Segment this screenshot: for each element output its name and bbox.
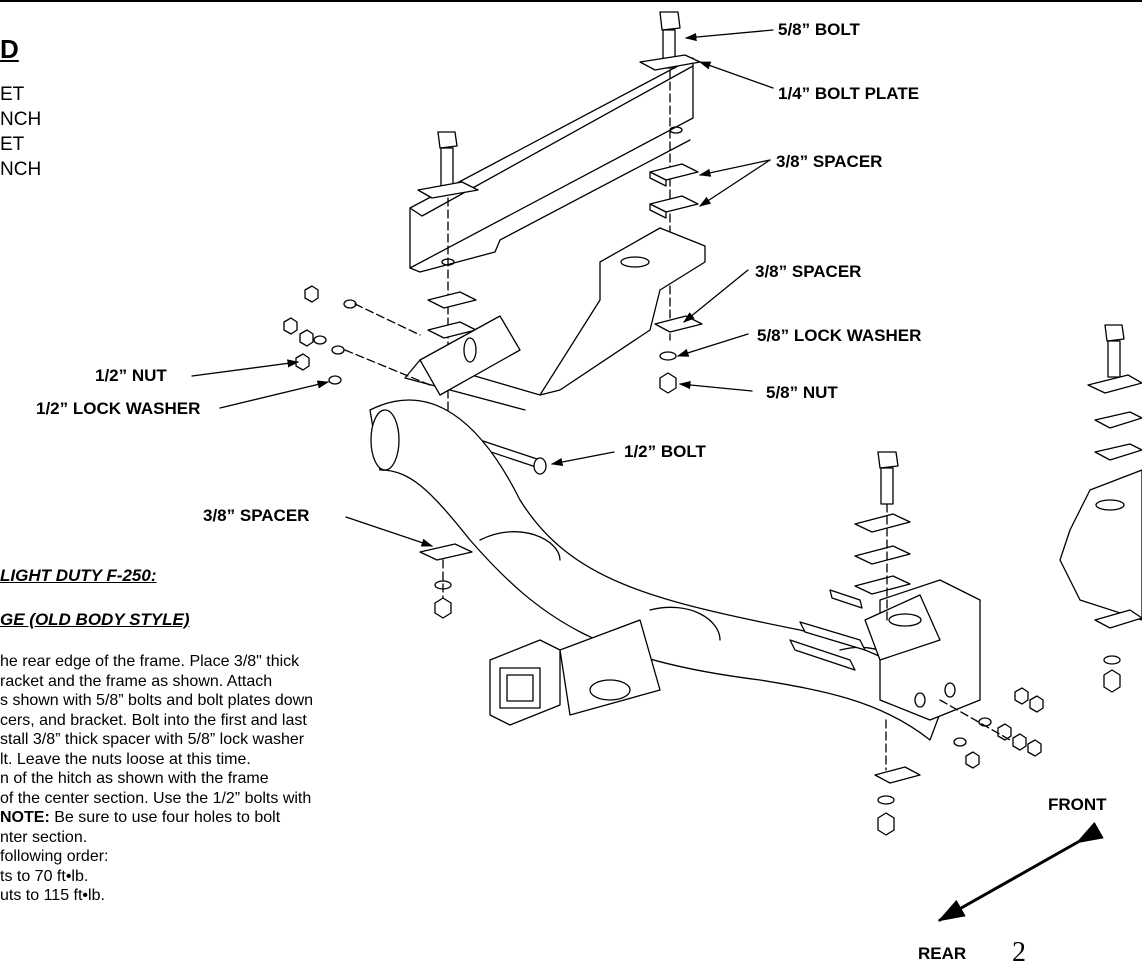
instruction-line: following order: xyxy=(0,848,109,865)
callout-lock-washer-12: 1/2” LOCK WASHER xyxy=(36,399,201,418)
instruction-line: ts to 70 ft•lb. xyxy=(0,867,89,885)
hardware-stack xyxy=(874,719,921,836)
torque-table: ET NCH ET NCH xyxy=(0,82,41,182)
torque-line: NCH xyxy=(0,159,42,180)
callout-spacer-upper: 3/8” SPACER xyxy=(776,152,883,171)
direction-arrow-icon xyxy=(937,821,1104,922)
spacer-stack xyxy=(649,163,699,219)
callout-bolt-plate: 1/4” BOLT PLATE xyxy=(778,84,920,103)
callout-lock-washer-58: 5/8” LOCK WASHER xyxy=(757,326,922,345)
instruction-line: uts to 115 ft•lb. xyxy=(0,887,105,904)
note-line: NOTE: Be sure to use four holes to bolt xyxy=(0,808,313,828)
page-number: 2 xyxy=(1012,937,1026,968)
receiver-tube xyxy=(489,619,661,726)
direction-rear-label: REAR xyxy=(918,944,967,963)
callout-spacer-middle: 3/8” SPACER xyxy=(755,262,862,281)
torque-line: ET xyxy=(0,84,25,105)
mounting-bracket xyxy=(1059,324,1142,693)
loose-hardware xyxy=(283,285,431,386)
torque-line: ET xyxy=(0,134,25,155)
instruction-line: he rear edge of the frame. Place 3/8" th… xyxy=(0,653,300,670)
mounting-bracket xyxy=(864,579,981,721)
torque-line: NCH xyxy=(0,109,42,130)
bolt-icon xyxy=(789,589,866,671)
bolt-icon xyxy=(854,451,911,621)
note-text: Be sure to use four holes to bolt xyxy=(49,809,281,826)
callout-leaders xyxy=(191,29,774,547)
loose-hardware xyxy=(939,687,1044,769)
callout-bolt-58: 5/8” BOLT xyxy=(778,20,860,39)
hardware-stack xyxy=(654,315,703,394)
instruction-line: stall 3/8” thick spacer with 5/8” lock w… xyxy=(0,731,305,748)
top-rule xyxy=(0,0,1142,2)
hardware-stack xyxy=(419,543,473,619)
instruction-line: of the center section. Use the 1/2” bolt… xyxy=(0,789,312,807)
bolt-plate xyxy=(409,57,694,273)
direction-front-label: FRONT xyxy=(1048,795,1107,814)
vehicle-title: LIGHT DUTY F-250: xyxy=(0,566,157,585)
note-label: NOTE: xyxy=(0,809,50,826)
installation-instructions: he rear edge of the frame. Place 3/8" th… xyxy=(0,652,313,906)
section-heading: D xyxy=(0,34,19,64)
mounting-bracket xyxy=(404,227,706,411)
instruction-line: n of the hitch as shown with the frame xyxy=(0,770,269,787)
instruction-line: racket and the frame as shown. Attach xyxy=(0,672,273,690)
vehicle-subtitle: GE (OLD BODY STYLE) xyxy=(0,610,190,629)
instruction-line: s shown with 5/8” bolts and bolt plates … xyxy=(0,692,314,709)
callout-nut-58: 5/8” NUT xyxy=(766,383,838,402)
instruction-line: nter section. xyxy=(0,828,88,846)
callout-nut-12: 1/2” NUT xyxy=(95,366,167,385)
instruction-line: lt. Leave the nuts loose at this time. xyxy=(0,750,251,768)
callout-bolt-12: 1/2” BOLT xyxy=(624,442,706,461)
callout-spacer-left: 3/8” SPACER xyxy=(203,506,310,525)
spacer-stack xyxy=(427,291,477,339)
instruction-line: cers, and bracket. Bolt into the first a… xyxy=(0,711,307,729)
